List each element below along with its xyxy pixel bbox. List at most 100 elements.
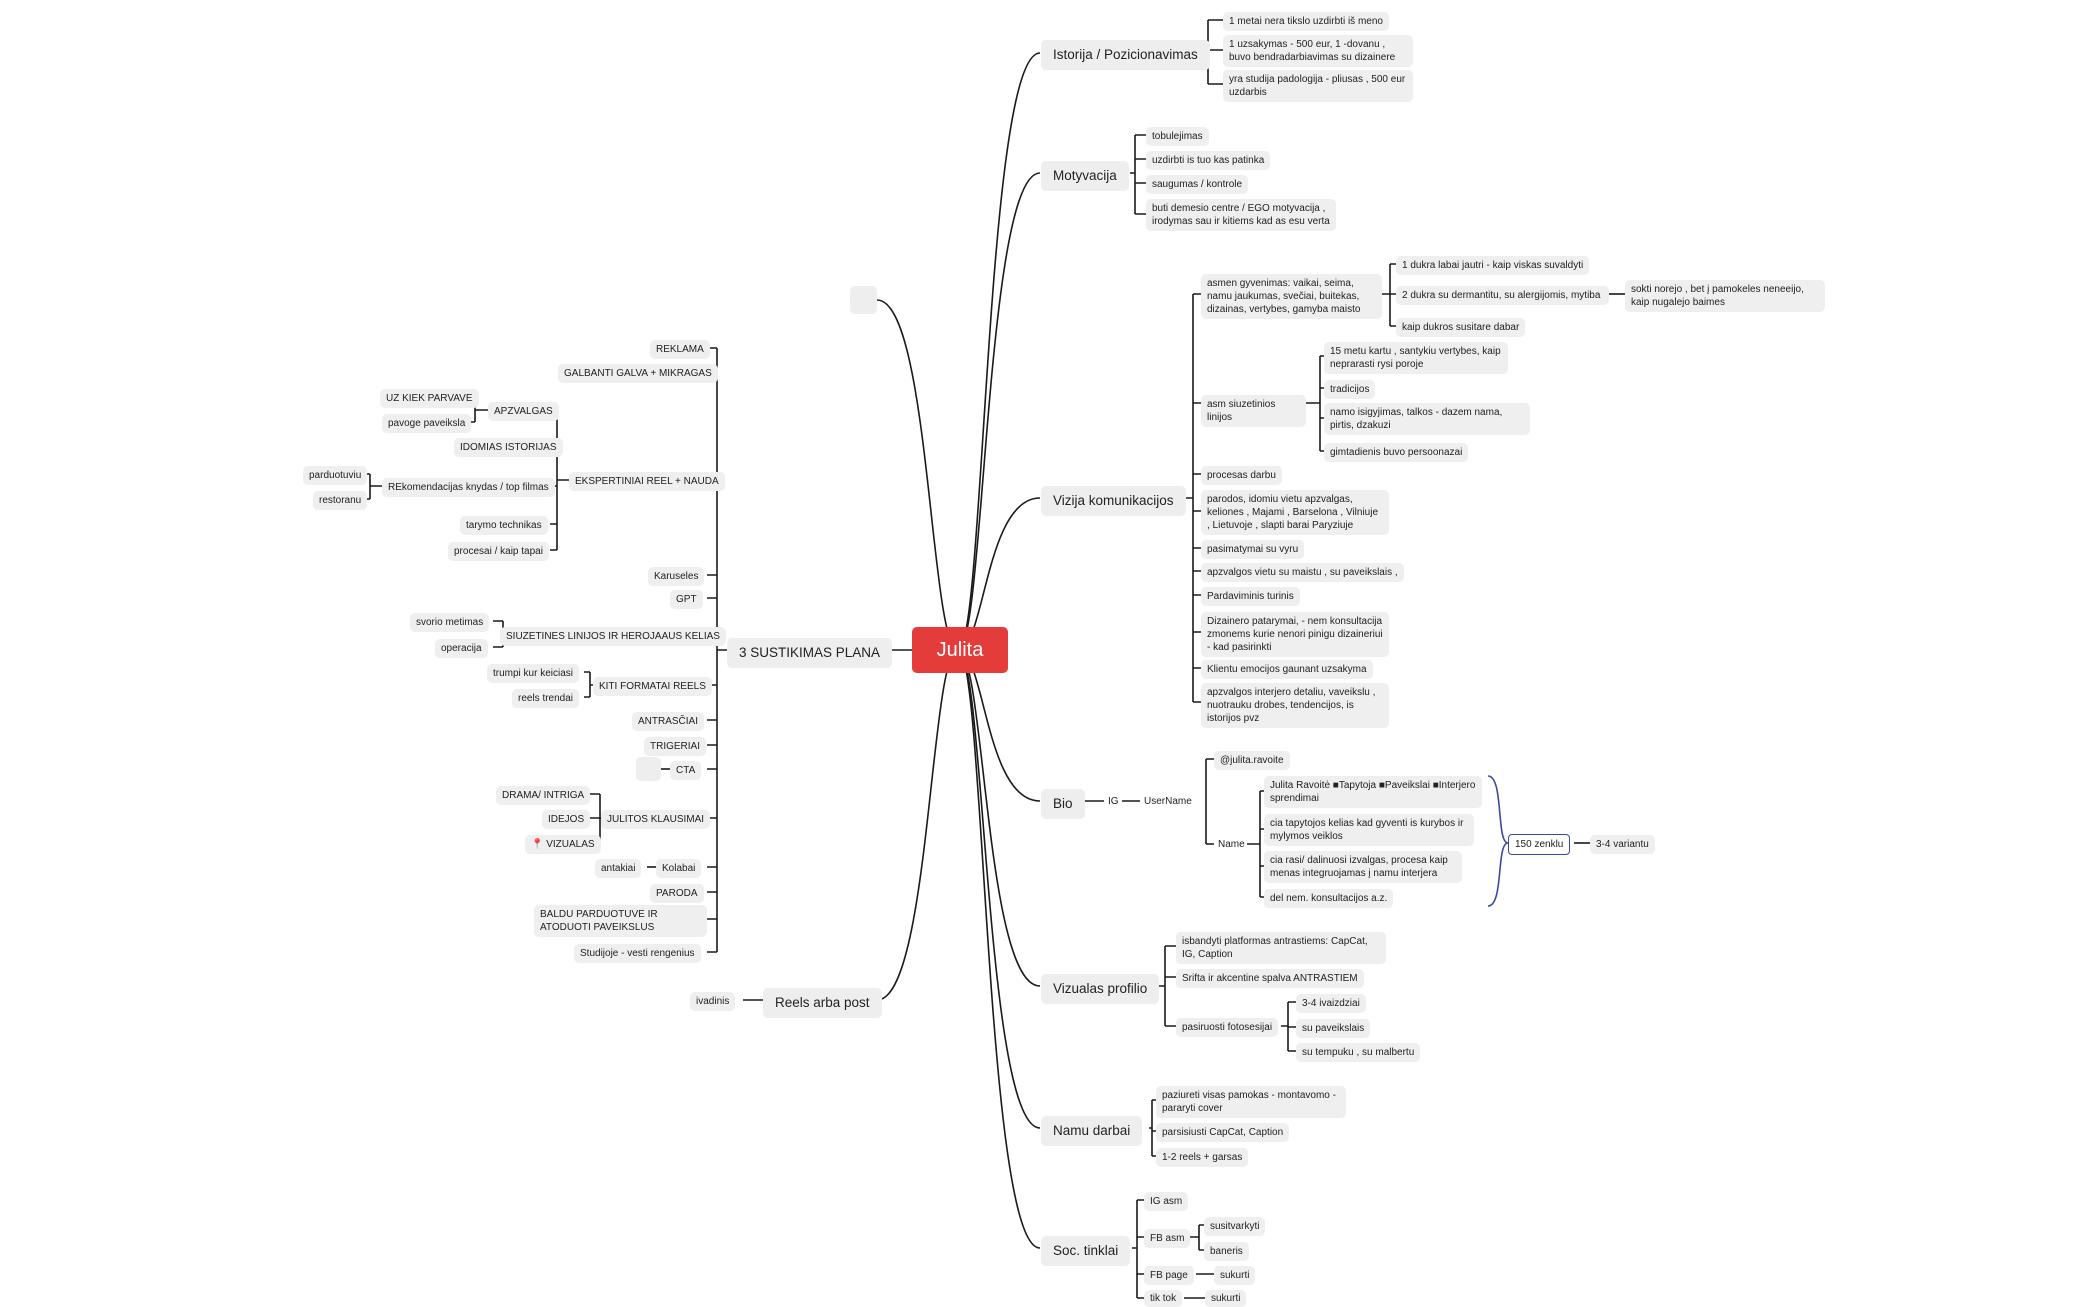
vizualas-item[interactable]: isbandyti platformas antrastiems: CapCat… [1176, 932, 1386, 964]
motyvacija-item[interactable]: saugumas / kontrole [1146, 175, 1249, 194]
tiktok-item[interactable]: sukurti [1205, 1290, 1247, 1307]
plan-item[interactable]: EKSPERTINIAI REEL + NAUDA [569, 472, 725, 491]
istorija-item[interactable]: yra studija padologija - pliusas , 500 e… [1223, 70, 1413, 102]
plan-item[interactable]: Karuseles [648, 567, 705, 586]
vizija-item[interactable]: apzvalgos interjero detaliu, vaveikslu ,… [1201, 683, 1389, 728]
plan-item[interactable]: REKLAMA [650, 340, 710, 359]
vizija-item[interactable]: Klientu emocijos gaunant uzsakyma [1201, 660, 1373, 679]
branch-namu[interactable]: Namu darbai [1041, 1116, 1143, 1146]
asmen-item[interactable]: 1 dukra labai jautri - kaip viskas suval… [1396, 256, 1590, 275]
vizija-item[interactable]: pasimatymai su vyru [1201, 540, 1305, 559]
bio-name-item[interactable]: cia tapytojos kelias kad gyventi is kury… [1264, 814, 1474, 846]
vizija-siuzet[interactable]: asm siuzetinios linijos [1201, 395, 1306, 427]
plan-item[interactable]: Studijoje - vesti rengenius [574, 944, 701, 963]
branch-bio[interactable]: Bio [1041, 789, 1085, 819]
klausimai-item[interactable]: 📍 VIZUALAS [525, 835, 601, 854]
vizualas-item[interactable]: pasiruosti fotosesijai [1176, 1018, 1279, 1037]
branch-plan[interactable]: 3 SUSTIKIMAS PLANA [727, 638, 893, 668]
fb-asm-item[interactable]: susitvarkyti [1204, 1217, 1266, 1236]
asmen-item[interactable]: 2 dukra su dermantitu, su alergijomis, m… [1396, 286, 1609, 305]
vizija-item[interactable]: parodos, idomiu vietu apzvalgas, kelione… [1201, 490, 1389, 535]
plan-item[interactable]: GPT [670, 590, 703, 609]
siuzet-item[interactable]: namo isigyjimas, talkos - dazem nama, pi… [1324, 403, 1530, 435]
soc-fb-asm[interactable]: FB asm [1144, 1229, 1191, 1248]
vizija-asmen[interactable]: asmen gyvenimas: vaikai, seima, namu jau… [1201, 274, 1382, 319]
plan-item[interactable]: KITI FORMATAI REELS [593, 677, 712, 696]
apzvalgas-item[interactable]: UZ KIEK PARVAVE [380, 389, 479, 408]
motyvacija-item[interactable]: buti demesio centre / EGO motyvacija , i… [1146, 199, 1336, 231]
plan-item[interactable]: SIUZETINES LINIJOS IR HEROJAAUS KELIAS [500, 627, 726, 646]
empty-topic[interactable] [850, 286, 877, 314]
motyvacija-item[interactable]: tobulejimas [1146, 127, 1209, 146]
bio-ig[interactable]: IG [1108, 796, 1119, 807]
soc-tiktok[interactable]: tik tok [1144, 1290, 1183, 1307]
plan-item[interactable]: BALDU PARDUOTUVE IR ATODUOTI PAVEIKSLUS [534, 905, 707, 937]
vizija-item[interactable]: procesas darbu [1201, 466, 1282, 485]
vizija-item[interactable]: Dizainero patarymai, - nem konsultacija … [1201, 612, 1389, 657]
foto-item[interactable]: su tempuku , su malbertu [1296, 1043, 1421, 1062]
namu-item[interactable]: parsisiusti CapCat, Caption [1156, 1123, 1290, 1142]
foto-item[interactable]: 3-4 ivaizdziai [1296, 994, 1366, 1013]
rekom-item[interactable]: parduotuviu [303, 466, 368, 485]
bio-username[interactable]: UserName [1144, 796, 1192, 807]
namu-item[interactable]: 1-2 reels + garsas [1156, 1148, 1249, 1167]
kiti-item[interactable]: trumpi kur keiciasi [487, 664, 580, 683]
eksp-procesai[interactable]: procesai / kaip tapai [448, 542, 549, 561]
motyvacija-item[interactable]: uzdirbti is tuo kas patinka [1146, 151, 1271, 170]
plan-item[interactable]: PARODA [650, 884, 704, 903]
plan-item[interactable]: GALBANTI GALVA + MIKRAGAS [558, 364, 718, 383]
siuzet-item[interactable]: 15 metu kartu , santykiu vertybes, kaip … [1324, 342, 1508, 374]
plan-item[interactable]: Kolabai [656, 859, 702, 878]
asmen-item[interactable]: kaip dukros susitare dabar [1396, 318, 1526, 337]
branch-reels[interactable]: Reels arba post [763, 988, 882, 1018]
link-root-soc [957, 649, 1041, 1249]
eksp-idomias[interactable]: IDOMIAS ISTORIJAS [454, 438, 563, 457]
root-node[interactable]: Julita [912, 627, 1008, 673]
bio-name[interactable]: Name [1218, 839, 1245, 850]
fb-page-item[interactable]: sukurti [1214, 1266, 1256, 1285]
plan-item[interactable]: JULITOS KLAUSIMAI [601, 810, 711, 829]
vizija-item[interactable]: Pardaviminis turinis [1201, 587, 1300, 606]
bio-variants[interactable]: 3-4 variantu [1590, 835, 1655, 854]
eksp-tarymo[interactable]: tarymo technikas [460, 516, 548, 535]
kiti-item[interactable]: reels trendai [512, 689, 580, 708]
vizualas-item[interactable]: Srifta ir akcentine spalva ANTRASTIEM [1176, 969, 1364, 988]
bio-name-item[interactable]: cia rasi/ dalinuosi izvalgas, procesa ka… [1264, 851, 1462, 883]
istorija-item[interactable]: 1 metai nera tikslo uzdirbti iš meno [1223, 12, 1389, 31]
branch-vizualas[interactable]: Vizualas profilio [1041, 974, 1160, 1004]
siuzet-item[interactable]: tradicijos [1324, 380, 1376, 399]
soc-fb-page[interactable]: FB page [1144, 1266, 1194, 1285]
vizija-item[interactable]: apzvalgos vietu su maistu , su paveiksla… [1201, 563, 1404, 582]
bio-limit[interactable]: 150 zenklu [1508, 834, 1571, 855]
eksp-rekom[interactable]: REkomendacijas knydas / top filmas [382, 478, 555, 497]
bio-handle[interactable]: @julita.ravoite [1214, 751, 1290, 770]
soc-ig-asm[interactable]: IG asm [1144, 1192, 1189, 1211]
eksp-apzvalgas[interactable]: APZVALGAS [488, 402, 559, 421]
dukra2-item[interactable]: sokti norejo , bet į pamokeles neneeijo,… [1625, 280, 1825, 312]
apzvalgas-item[interactable]: pavoge paveiksla [382, 414, 472, 433]
branch-motyvacija[interactable]: Motyvacija [1041, 161, 1129, 191]
plan-item[interactable]: ANTRASČIAI [632, 712, 705, 731]
istorija-item[interactable]: 1 uzsakymas - 500 eur, 1 -dovanu , buvo … [1223, 35, 1413, 67]
rekom-item[interactable]: restoranu [313, 491, 368, 510]
siuzet-item[interactable]: gimtadienis buvo persoonazai [1324, 443, 1469, 462]
klausimai-item[interactable]: DRAMA/ INTRIGA [496, 786, 591, 805]
fb-asm-item[interactable]: baneris [1204, 1242, 1249, 1261]
branch-vizija[interactable]: Vizija komunikacijos [1041, 486, 1186, 516]
reels-item[interactable]: ivadinis [690, 992, 736, 1011]
branch-istorija[interactable]: Istorija / Pozicionavimas [1041, 40, 1210, 70]
kolabai-item[interactable]: antakiai [595, 859, 642, 878]
namu-item[interactable]: paziureti visas pamokas - montavomo - pa… [1156, 1086, 1346, 1118]
bio-name-item[interactable]: Julita Ravoitė ■Tapytoja ■Paveikslai ■In… [1264, 776, 1482, 808]
foto-item[interactable]: su paveikslais [1296, 1019, 1371, 1038]
cta-empty-child[interactable] [636, 757, 661, 781]
plan-item[interactable]: CTA [670, 761, 702, 780]
bio-name-item[interactable]: del nem. konsultacijos a.z. [1264, 889, 1394, 908]
branch-soc[interactable]: Soc. tinklai [1041, 1236, 1131, 1266]
siuzet-left-item[interactable]: operacija [435, 639, 488, 658]
link-root-motyvacija [957, 172, 1041, 651]
klausimai-item[interactable]: IDEJOS [542, 810, 591, 829]
plan-item[interactable]: TRIGERIAI [644, 737, 707, 756]
link-root-istorija [957, 52, 1041, 651]
siuzet-left-item[interactable]: svorio metimas [410, 613, 490, 632]
